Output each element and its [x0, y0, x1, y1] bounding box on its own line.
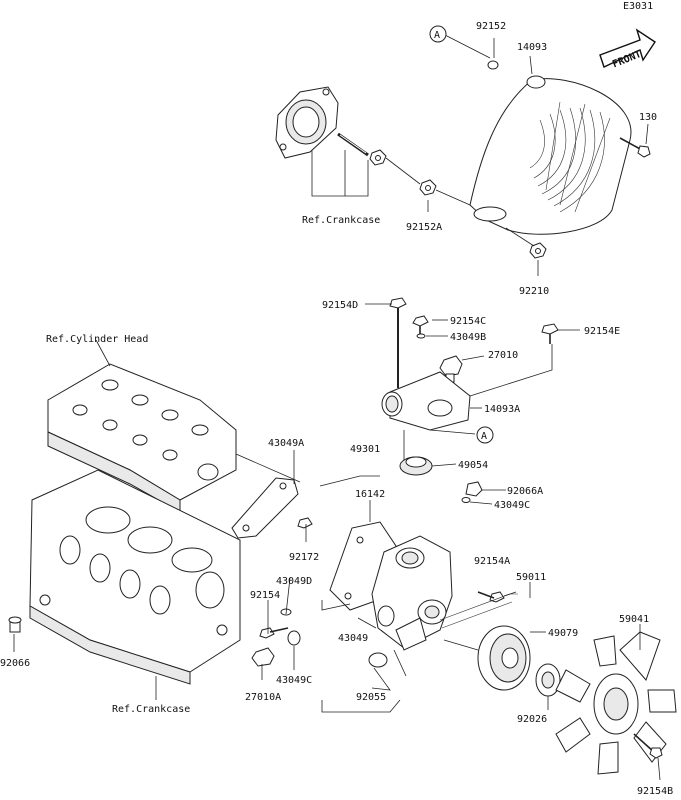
spacer-92026	[535, 663, 561, 697]
part-label-49054: 49054	[458, 460, 488, 471]
gasket-43049a	[231, 477, 299, 539]
part-label-14093: 14093	[517, 42, 547, 53]
part-label-92154b: 92154B	[637, 786, 673, 797]
part-label-49301: 49301	[350, 444, 380, 455]
bolt-92154c	[412, 315, 429, 334]
adapter-plate	[275, 86, 339, 159]
water-pump	[371, 535, 453, 651]
ref-cylinder-head: Ref.Cylinder Head	[46, 334, 148, 345]
front-arrow-icon: FRONT	[599, 28, 656, 70]
mounting-stud	[337, 132, 369, 157]
part-label-43049c-top: 43049C	[494, 500, 530, 511]
ref-crankcase-bottom: Ref.Crankcase	[112, 704, 190, 715]
nut-92210	[529, 242, 547, 259]
temp-sensor-27010a	[251, 647, 275, 667]
part-label-92154d: 92154D	[322, 300, 358, 311]
part-label-43049a: 43049A	[268, 438, 304, 449]
washer-92152-top	[487, 60, 499, 70]
part-label-92154: 92154	[250, 590, 280, 601]
thermostat-housing	[381, 371, 471, 431]
bolt-92172	[297, 517, 313, 529]
part-label-43049: 43049	[338, 633, 368, 644]
callout-marker-bottom: A	[476, 426, 494, 444]
part-label-92154a: 92154A	[474, 556, 510, 567]
part-label-43049b: 43049B	[450, 332, 486, 343]
bolt-92154	[259, 627, 289, 639]
part-label-92152a: 92152A	[406, 222, 442, 233]
part-label-130: 130	[639, 112, 657, 123]
part-label-27010: 27010	[488, 350, 518, 361]
washer-43049c-top	[461, 497, 471, 503]
bolt-92154e	[541, 323, 559, 344]
washer-43049c-bottom	[287, 630, 301, 646]
part-label-92066: 92066	[0, 658, 30, 669]
part-label-59041: 59041	[619, 614, 649, 625]
part-label-92055: 92055	[356, 692, 386, 703]
part-label-27010a: 27010A	[245, 692, 281, 703]
o-ring-92055	[368, 652, 388, 668]
part-label-92152: 92152	[476, 21, 506, 32]
part-label-49079: 49079	[548, 628, 578, 639]
v-belt-59011	[439, 593, 518, 629]
part-label-16142: 16142	[355, 489, 385, 500]
part-label-59011: 59011	[516, 572, 546, 583]
temp-sensor-27010	[439, 355, 463, 383]
part-label-14093a: 14093A	[484, 404, 520, 415]
thermostat-49054	[399, 456, 433, 476]
bolt-92154d	[389, 297, 407, 388]
part-label-92154c: 92154C	[450, 316, 486, 327]
nut-92152	[369, 149, 387, 166]
plug-92066a	[465, 481, 483, 497]
bolt-92154b	[633, 733, 663, 759]
part-label-92210: 92210	[519, 286, 549, 297]
nut-92152a	[419, 179, 437, 196]
part-label-92154e: 92154E	[584, 326, 620, 337]
bolt-130	[619, 137, 651, 158]
washer-43049b	[416, 333, 426, 339]
part-label-92066a: 92066A	[507, 486, 543, 497]
fan-shroud	[469, 75, 632, 235]
callout-marker-top: A	[429, 25, 447, 43]
part-label-43049d: 43049D	[276, 576, 312, 587]
svg-text:A: A	[481, 431, 487, 442]
part-label-92026: 92026	[517, 714, 547, 725]
svg-text:A: A	[434, 30, 440, 41]
pulley-49079	[477, 625, 531, 691]
ref-crankcase-top: Ref.Crankcase	[302, 215, 380, 226]
cylinder-block	[29, 469, 241, 685]
drain-plug-92066	[8, 616, 22, 633]
diagram-code: E3031	[623, 1, 653, 12]
bolt-92154a	[477, 591, 505, 603]
part-label-43049c-bottom: 43049C	[276, 675, 312, 686]
part-label-92172: 92172	[289, 552, 319, 563]
